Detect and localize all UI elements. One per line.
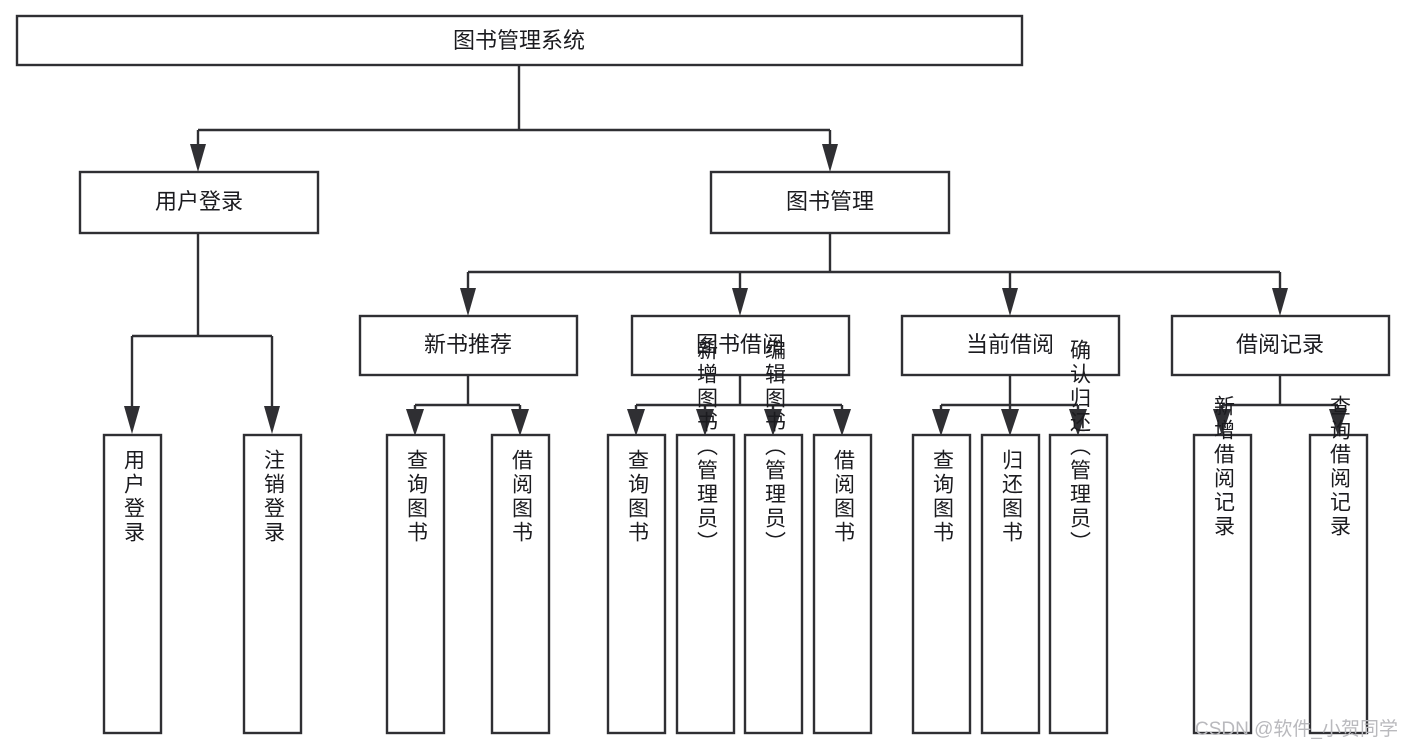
- node-leaf-confirm-return[interactable]: 确认归还（管理员）: [1048, 339, 1109, 735]
- node-leaf-borrow-book-2-label: 借阅图书: [832, 449, 856, 545]
- node-leaf-confirm-return-label: 确认归还（管理员）: [1068, 339, 1092, 555]
- arrow-head-leaf-user-logout: [264, 406, 280, 434]
- node-book-manage-label: 图书管理: [786, 189, 874, 214]
- node-leaf-query-record-box[interactable]: [1308, 433, 1369, 735]
- node-user-login-label: 用户登录: [155, 189, 243, 214]
- csdn-watermark: CSDN @软件_小贺同学: [1195, 718, 1398, 740]
- node-leaf-add-book-label: 新增图书（管理员）: [695, 339, 719, 555]
- node-leaf-user-login[interactable]: 用户登录: [102, 433, 163, 735]
- node-leaf-add-record[interactable]: 新增借阅记录: [1192, 395, 1253, 735]
- node-leaf-user-logout[interactable]: 注销登录: [242, 433, 303, 735]
- node-current-borrow-box[interactable]: [900, 314, 1121, 377]
- node-leaf-add-record-label: 新增借阅记录: [1212, 395, 1236, 539]
- node-current-borrow[interactable]: 当前借阅: [900, 314, 1121, 377]
- arrow-head-new-book-recommend: [460, 288, 476, 316]
- node-leaf-query-book-3[interactable]: 查询图书: [911, 433, 972, 735]
- node-leaf-query-record-label: 查询借阅记录: [1328, 395, 1352, 539]
- arrow-head-borrow-record: [1272, 288, 1288, 316]
- arrow-head-leaf-return-book: [1001, 409, 1019, 436]
- node-leaf-user-logout-label: 注销登录: [262, 449, 286, 545]
- node-leaf-add-record-box[interactable]: [1192, 433, 1253, 735]
- node-new-book-recommend-label: 新书推荐: [424, 332, 512, 357]
- node-leaf-confirm-return-box[interactable]: [1048, 433, 1109, 735]
- node-leaf-borrow-book-1-box[interactable]: [490, 433, 551, 735]
- node-leaf-return-book-box[interactable]: [980, 433, 1041, 735]
- node-new-book-recommend-box[interactable]: [358, 314, 579, 377]
- arrow-head-leaf-user-login: [124, 406, 140, 434]
- node-leaf-borrow-book-2-box[interactable]: [812, 433, 873, 735]
- arrow-head-leaf-query-book-2: [627, 409, 645, 436]
- node-leaf-query-book-3-label: 查询图书: [931, 449, 955, 545]
- node-leaf-query-record[interactable]: 查询借阅记录: [1308, 395, 1369, 735]
- node-leaf-query-book-1-box[interactable]: [385, 433, 446, 735]
- node-leaf-query-book-2-box[interactable]: [606, 433, 667, 735]
- node-leaf-query-book-2[interactable]: 查询图书: [606, 433, 667, 735]
- node-leaf-query-book-3-box[interactable]: [911, 433, 972, 735]
- node-leaf-user-login-label: 用户登录: [122, 449, 146, 545]
- arrow-head-leaf-edit-book: [764, 409, 782, 436]
- arrow-head-book-manage: [822, 144, 838, 172]
- connector-layer: [124, 65, 1347, 436]
- node-user-login-box[interactable]: [78, 170, 320, 235]
- arrow-head-book-borrow: [732, 288, 748, 316]
- node-new-book-recommend[interactable]: 新书推荐: [358, 314, 579, 377]
- arrow-head-leaf-query-book-3: [932, 409, 950, 436]
- arrow-head-leaf-confirm-return: [1069, 409, 1087, 436]
- node-book-borrow-box[interactable]: [630, 314, 851, 377]
- node-borrow-record-label: 借阅记录: [1236, 332, 1324, 357]
- node-leaf-user-login-box[interactable]: [102, 433, 163, 735]
- arrow-head-leaf-borrow-book-2: [833, 409, 851, 436]
- node-current-borrow-label: 当前借阅: [966, 332, 1054, 357]
- node-leaf-query-book-2-label: 查询图书: [626, 449, 650, 545]
- arrow-head-leaf-add-record: [1213, 409, 1231, 436]
- node-leaf-add-book[interactable]: 新增图书（管理员）: [675, 339, 736, 735]
- node-book-borrow[interactable]: 图书借阅: [630, 314, 851, 377]
- node-root-label: 图书管理系统: [453, 28, 585, 53]
- node-leaf-query-book-1-label: 查询图书: [405, 449, 429, 545]
- node-leaf-edit-book-label: 编辑图书（管理员）: [763, 339, 787, 555]
- node-leaf-borrow-book-2[interactable]: 借阅图书: [812, 433, 873, 735]
- node-user-login[interactable]: 用户登录: [78, 170, 320, 235]
- arrow-head-leaf-borrow-book-1: [511, 409, 529, 436]
- arrow-head-leaf-add-book: [696, 409, 714, 436]
- node-leaf-edit-book[interactable]: 编辑图书（管理员）: [743, 339, 804, 735]
- node-leaf-return-book-label: 归还图书: [1000, 449, 1024, 545]
- node-book-manage[interactable]: 图书管理: [709, 170, 951, 235]
- node-leaf-borrow-book-1[interactable]: 借阅图书: [490, 433, 551, 735]
- node-borrow-record-box[interactable]: [1170, 314, 1391, 377]
- node-root[interactable]: 图书管理系统: [15, 14, 1024, 67]
- node-leaf-return-book[interactable]: 归还图书: [980, 433, 1041, 735]
- node-root-box[interactable]: [15, 14, 1024, 67]
- node-leaf-edit-book-box[interactable]: [743, 433, 804, 735]
- node-book-borrow-label: 图书借阅: [696, 332, 784, 357]
- node-book-manage-box[interactable]: [709, 170, 951, 235]
- arrow-head-leaf-query-book-1: [406, 409, 424, 436]
- node-borrow-record[interactable]: 借阅记录: [1170, 314, 1391, 377]
- node-leaf-borrow-book-1-label: 借阅图书: [510, 449, 534, 545]
- node-leaf-user-logout-box[interactable]: [242, 433, 303, 735]
- node-leaf-add-book-box[interactable]: [675, 433, 736, 735]
- arrow-head-leaf-query-record: [1329, 409, 1347, 436]
- arrow-head-user-login: [190, 144, 206, 172]
- arrow-head-current-borrow: [1002, 288, 1018, 316]
- node-leaf-query-book-1[interactable]: 查询图书: [385, 433, 446, 735]
